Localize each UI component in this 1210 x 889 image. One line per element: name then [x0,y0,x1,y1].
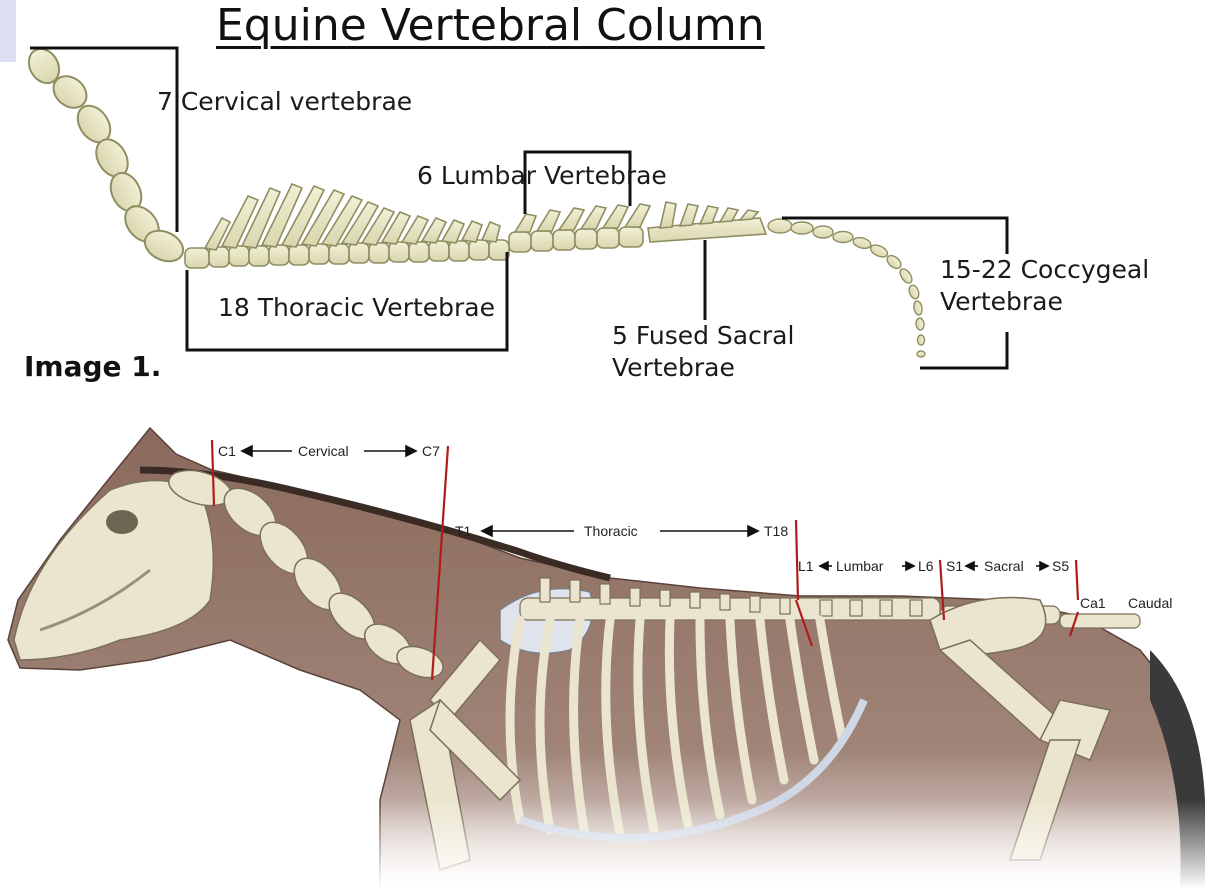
cervical-label: 7 Cervical vertebrae [157,87,413,116]
skull [13,479,215,661]
cervical-segment [27,47,185,263]
caudal-region-label: Caudal [1128,595,1173,611]
sacral-label-line2: Vertebrae [612,353,735,382]
s5-label: S5 [1052,558,1070,574]
s1-label: S1 [946,558,964,574]
cervical-region-label: Cervical [298,443,349,459]
coccygeal-label-line2: Vertebrae [940,287,1063,316]
lumbar-segment [508,203,652,253]
region-markers [210,439,1080,681]
l6-label: L6 [918,558,934,574]
image-1-label: Image 1. [24,350,162,383]
c7-label: C7 [422,443,440,459]
ca1-label: Ca1 [1080,595,1106,611]
sacral-region-label: Sacral [984,558,1024,574]
page-title: Equine Vertebral Column [216,0,765,51]
sacral-segment [647,201,768,243]
label-arrows [240,444,1050,572]
t18-label: T18 [764,523,789,539]
coccygeal-label-line1: 15-22 Coccygeal [940,255,1150,284]
lumbar-region-label: Lumbar [836,558,884,574]
mane [139,466,611,582]
thoracic-region-label: Thoracic [584,523,638,539]
coccygeal-segment [767,218,926,358]
corner-tab [0,0,16,62]
neck-vertebrae [168,469,444,679]
t1-label: T1 [455,523,472,539]
thoracic-segment [184,182,510,269]
lumbar-label: 6 Lumbar Vertebrae [417,161,667,190]
l1-label: L1 [798,558,814,574]
c1-label: C1 [218,443,236,459]
eye-socket [106,510,138,534]
bracket-lines [30,46,1009,370]
thoracic-label: 18 Thoracic Vertebrae [218,293,496,322]
jaw-teeth [39,568,151,632]
sacral-label-line1: 5 Fused Sacral [612,321,795,350]
